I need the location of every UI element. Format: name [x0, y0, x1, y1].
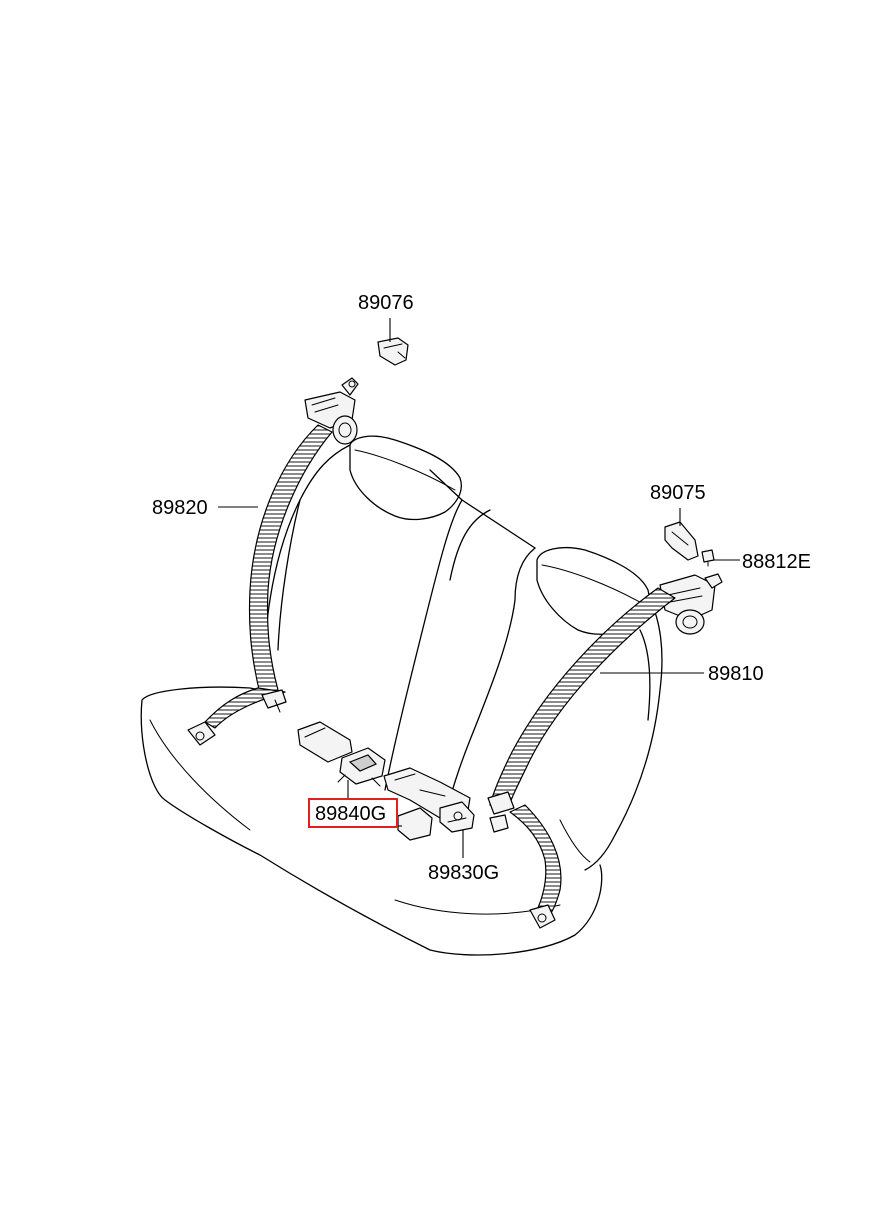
- label-89830G: 89830G: [428, 862, 499, 884]
- rear-seat: [140, 435, 663, 956]
- seat-back-divider: [384, 499, 463, 791]
- right-retractor: [659, 573, 723, 635]
- label-88812E: 88812E: [742, 551, 811, 573]
- bracket-89076[interactable]: [377, 337, 409, 366]
- left-seat-belt-assembly[interactable]: [187, 377, 359, 746]
- highlight-box-89840G: [308, 798, 398, 828]
- buckle-assembly-89840G[interactable]: [297, 721, 386, 787]
- right-belt-webbing: [489, 587, 676, 811]
- buckle-assembly-89830G[interactable]: [383, 767, 475, 841]
- right-belt-lower-strap: [509, 804, 562, 919]
- right-seat-belt-assembly[interactable]: [487, 573, 723, 929]
- bracket-89075[interactable]: [664, 521, 699, 561]
- bolt-88812E[interactable]: [701, 549, 715, 567]
- label-89840G[interactable]: 89840G: [315, 803, 386, 825]
- label-89076: 89076: [358, 292, 414, 314]
- seat-back-right: [449, 547, 536, 801]
- left-retractor: [304, 377, 359, 445]
- seat-cushion: [140, 686, 603, 956]
- label-89810: 89810: [708, 663, 764, 685]
- label-89820: 89820: [152, 497, 208, 519]
- left-belt-webbing: [248, 424, 333, 695]
- leader-lines: [218, 318, 740, 858]
- label-89075: 89075: [650, 482, 706, 504]
- headrest-left: [349, 435, 462, 521]
